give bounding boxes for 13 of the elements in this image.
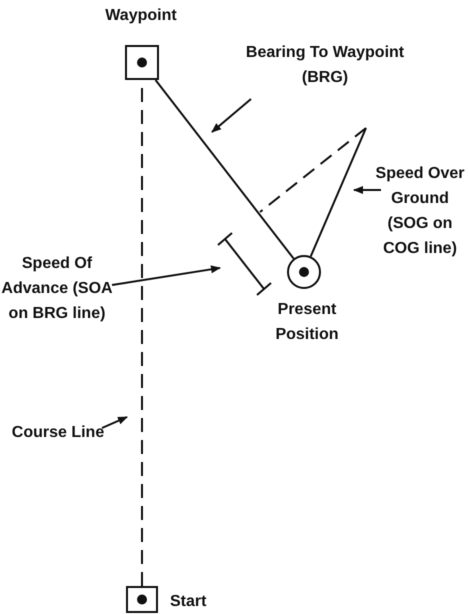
callout-label: Bearing To Waypoint (BRG) — [232, 38, 418, 92]
track-line — [310, 128, 367, 257]
callout-label: Speed Of Advance (SOA on BRG line) — [0, 236, 114, 340]
position-label: Waypoint — [104, 6, 178, 26]
callout-label: Speed Over Ground (SOG on COG line) — [370, 146, 470, 276]
callout-label: Course Line — [10, 406, 106, 458]
position-label: Start — [170, 592, 208, 612]
track-line — [154, 79, 294, 260]
position-label: Present Position — [274, 300, 340, 345]
leader-arrow — [102, 416, 128, 429]
leader-arrow — [211, 98, 252, 133]
leader-arrow — [353, 186, 381, 194]
leader-arrow — [112, 265, 221, 286]
